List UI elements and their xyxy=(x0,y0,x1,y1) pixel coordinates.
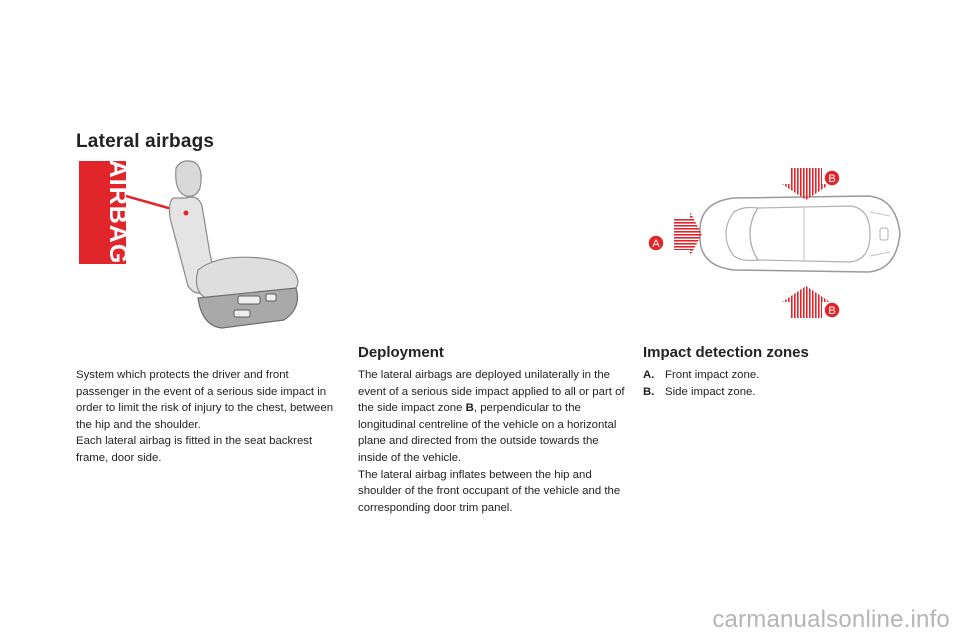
zone-b-arrow-bottom xyxy=(782,286,830,318)
legend-item-a: A. Front impact zone. xyxy=(643,367,759,384)
legend-key: A. xyxy=(643,369,655,381)
airbag-point xyxy=(183,210,189,216)
impact-zone-diagram: A B B xyxy=(647,168,901,319)
zone-b-marker-top xyxy=(823,169,841,187)
zone-a-arrow xyxy=(674,212,702,256)
page-title: Lateral airbags xyxy=(76,131,215,152)
deployment-text: The lateral airbags are deployed unilate… xyxy=(358,367,626,516)
car-windscreen xyxy=(725,206,760,262)
zone-b-label-bottom: B xyxy=(828,305,835,317)
car-body xyxy=(699,195,901,273)
intro-text: System which protects the driver and fro… xyxy=(76,367,340,467)
impact-legend: A. Front impact zone. B. Side impact zon… xyxy=(643,367,759,401)
zone-a-label: A xyxy=(652,238,660,250)
zone-b-ref: B xyxy=(465,402,474,415)
legend-text: Front impact zone. xyxy=(665,369,760,381)
zone-b-label-top: B xyxy=(828,173,835,185)
watermark: carmanualsonline.info xyxy=(712,606,950,633)
seat-headrest xyxy=(175,160,202,197)
seat-control-2 xyxy=(265,293,277,302)
legend-text: Side impact zone. xyxy=(665,386,756,398)
impact-heading: Impact detection zones xyxy=(643,344,809,361)
seat-control-1 xyxy=(237,295,261,305)
seat-control-3 xyxy=(233,309,251,318)
intro-line-1: System which protects the driver and fro… xyxy=(76,369,334,431)
zone-b-marker-bottom xyxy=(823,301,841,319)
airbag-label: AIRBAG xyxy=(104,160,132,265)
seat-airbag-illustration: AIRBAG xyxy=(79,160,299,329)
legend-key: B. xyxy=(643,386,655,398)
legend-item-b: B. Side impact zone. xyxy=(643,384,759,401)
airbag-label-background xyxy=(79,161,126,264)
car-rear-detail xyxy=(879,227,889,241)
intro-line-2: Each lateral airbag is fitted in the sea… xyxy=(76,435,313,464)
deployment-paragraph-1: The lateral airbags are deployed unilate… xyxy=(358,369,625,464)
zone-a-marker xyxy=(647,234,665,252)
deployment-heading: Deployment xyxy=(358,344,444,361)
zone-b-arrow-top xyxy=(782,168,830,200)
deployment-paragraph-2: The lateral airbag inflates between the … xyxy=(358,468,621,514)
